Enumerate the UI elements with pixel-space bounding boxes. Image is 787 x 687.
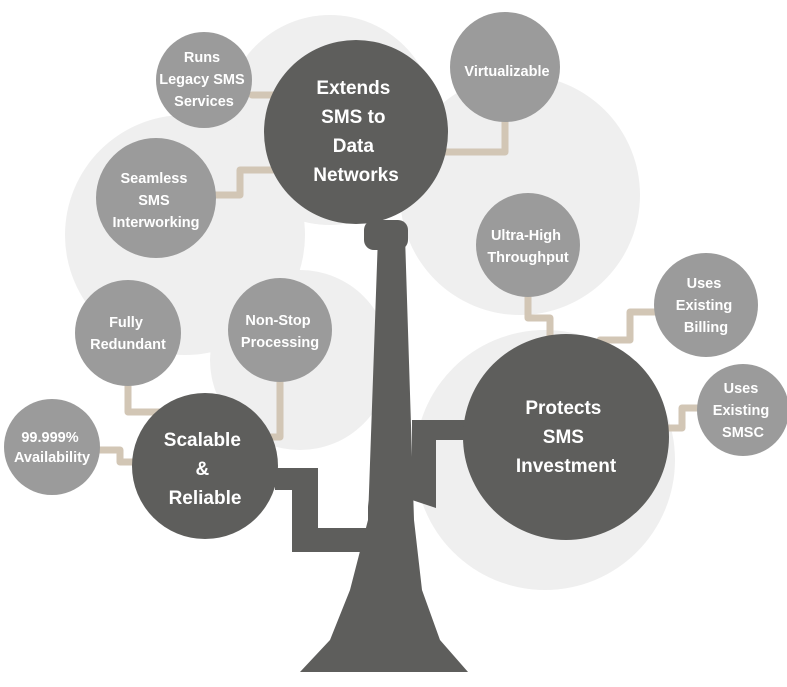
- label-line: SMSC: [722, 425, 764, 441]
- label-line: Processing: [241, 335, 319, 351]
- sub-node-smsc-label: Uses Existing SMSC: [713, 381, 773, 441]
- label-line: Services: [174, 94, 234, 110]
- label-line: 99.999%: [21, 430, 78, 446]
- label-line: Availability: [14, 450, 90, 466]
- connector-ultra-high: [524, 286, 554, 344]
- sub-node-billing: [654, 253, 758, 357]
- sub-node-seamless-label: Seamless SMS Interworking: [112, 171, 199, 231]
- connector-seamless: [196, 166, 289, 199]
- sub-node-fully-redundant-label: Fully Redundant: [90, 315, 166, 353]
- trunk-top-knob: [364, 220, 408, 250]
- label-line: Networks: [313, 165, 399, 186]
- sub-node-smsc: [697, 364, 787, 456]
- sub-node-non-stop-label: Non-Stop Processing: [241, 313, 319, 351]
- connector-virtualizable: [436, 111, 509, 156]
- label-line: SMS to: [321, 107, 385, 128]
- label-line: Protects: [525, 398, 601, 419]
- connector-fully-redundant: [124, 371, 169, 416]
- main-node-scalable-label: Scalable & Reliable: [164, 430, 246, 509]
- sub-node-fully-redundant: [75, 280, 181, 386]
- main-node-extends: [264, 40, 448, 224]
- trunk-body: [300, 236, 468, 672]
- sub-nodes: [4, 12, 787, 495]
- main-node-scalable: [132, 393, 278, 539]
- label-line: Throughput: [487, 250, 569, 266]
- label-line: Ultra-High: [491, 228, 561, 244]
- sub-node-billing-label: Uses Existing Billing: [676, 276, 736, 336]
- label-line: Extends: [316, 78, 390, 99]
- label-line: Reliable: [169, 488, 242, 509]
- label-line: Seamless: [121, 171, 188, 187]
- sub-node-seamless: [96, 138, 216, 258]
- sub-node-labels: Runs Legacy SMS Services Virtualizable S…: [14, 50, 773, 466]
- label-line: Runs: [184, 50, 220, 66]
- label-line: Investment: [516, 456, 617, 477]
- sub-node-virtualizable: [450, 12, 560, 122]
- sub-node-availability-label: 99.999% Availability: [14, 430, 90, 466]
- sub-node-runs-legacy-label: Runs Legacy SMS Services: [159, 50, 248, 110]
- sub-node-non-stop: [228, 278, 332, 382]
- connector-smsc: [656, 404, 710, 432]
- label-line: Non-Stop: [245, 313, 310, 329]
- sub-node-ultra-high-label: Ultra-High Throughput: [487, 228, 569, 266]
- sub-node-runs-legacy: [156, 32, 252, 128]
- label-line: Redundant: [90, 337, 166, 353]
- main-node-protects: [463, 334, 669, 540]
- branch-left: [275, 468, 370, 552]
- sub-node-availability: [4, 399, 100, 495]
- sub-node-virtualizable-label: Virtualizable: [464, 64, 549, 80]
- label-line: Billing: [684, 320, 728, 336]
- label-line: Existing: [713, 403, 769, 419]
- label-line: Interworking: [112, 215, 199, 231]
- main-nodes: [132, 40, 669, 540]
- label-line: &: [195, 459, 209, 480]
- label-line: Existing: [676, 298, 732, 314]
- main-node-labels: Extends SMS to Data Networks Scalable & …: [164, 78, 617, 509]
- label-line: Legacy SMS: [159, 72, 245, 88]
- label-line: Uses: [687, 276, 722, 292]
- label-line: Uses: [724, 381, 759, 397]
- main-node-protects-label: Protects SMS Investment: [516, 398, 617, 477]
- label-line: Fully: [109, 315, 143, 331]
- label-line: Virtualizable: [464, 64, 549, 80]
- sub-node-ultra-high: [476, 193, 580, 297]
- main-node-extends-label: Extends SMS to Data Networks: [313, 78, 399, 186]
- tree-trunk: [275, 220, 470, 672]
- label-line: SMS: [543, 427, 584, 448]
- branch-right: [412, 420, 470, 508]
- label-line: SMS: [138, 193, 170, 209]
- label-line: Scalable: [164, 430, 241, 451]
- connector-billing: [596, 308, 664, 344]
- label-line: Data: [333, 136, 375, 157]
